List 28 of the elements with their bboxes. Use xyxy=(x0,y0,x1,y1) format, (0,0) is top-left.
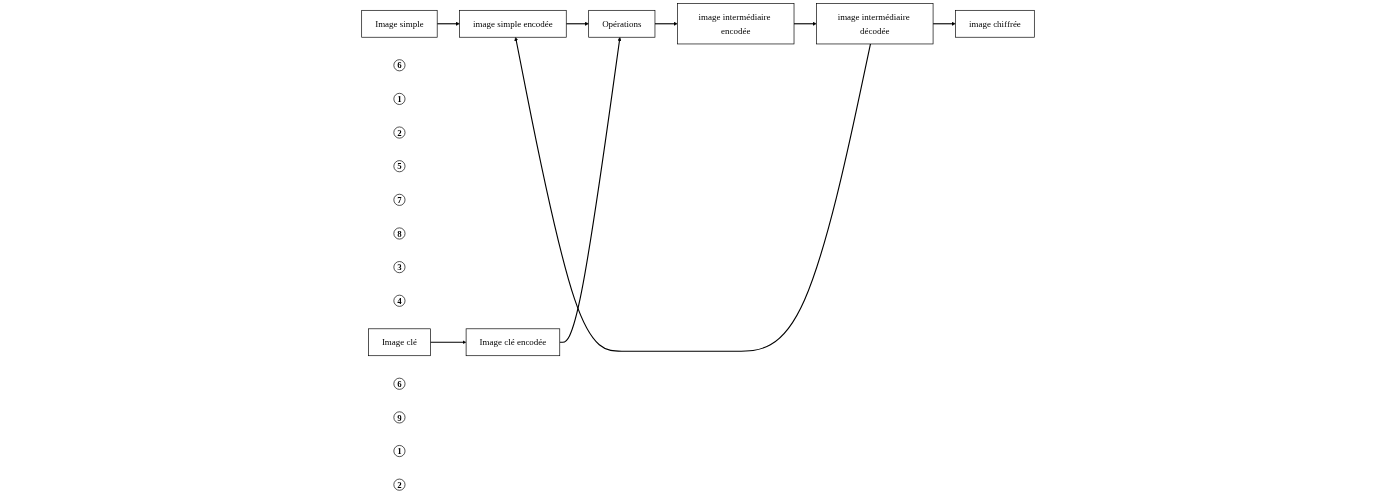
node-circle: 8 xyxy=(393,227,406,240)
node-box: image simple encodée xyxy=(459,10,567,38)
node-box: image intermédiaire décodée xyxy=(816,3,934,45)
arrow xyxy=(793,21,817,26)
arrow xyxy=(514,37,872,352)
node-circle: 2 xyxy=(393,478,406,491)
node-circle: 1 xyxy=(393,445,406,457)
node-circle: 9 xyxy=(393,411,406,424)
node-box: Image simple xyxy=(361,10,438,38)
node-circle: 4 xyxy=(393,294,406,307)
node-circle: 3 xyxy=(393,261,406,274)
arrow xyxy=(436,21,460,26)
node-circle: 5 xyxy=(393,160,406,173)
node-box: Image clé encodée xyxy=(465,328,561,357)
node-circle: 2 xyxy=(393,126,406,139)
node-box: image chiffrée xyxy=(955,10,1035,38)
node-circle: 1 xyxy=(393,92,406,105)
node-circle: 6 xyxy=(393,59,406,72)
node-box: Image clé xyxy=(368,328,431,357)
arrow xyxy=(429,340,467,345)
node-box: Opérations xyxy=(588,10,656,38)
arrow xyxy=(654,21,678,26)
arrow xyxy=(559,37,622,343)
node-circle: 7 xyxy=(393,193,406,206)
node-circle: 6 xyxy=(393,377,406,390)
node-box: image intermédiaire encodée xyxy=(677,3,795,45)
arrow xyxy=(565,21,589,26)
arrow xyxy=(932,21,956,26)
